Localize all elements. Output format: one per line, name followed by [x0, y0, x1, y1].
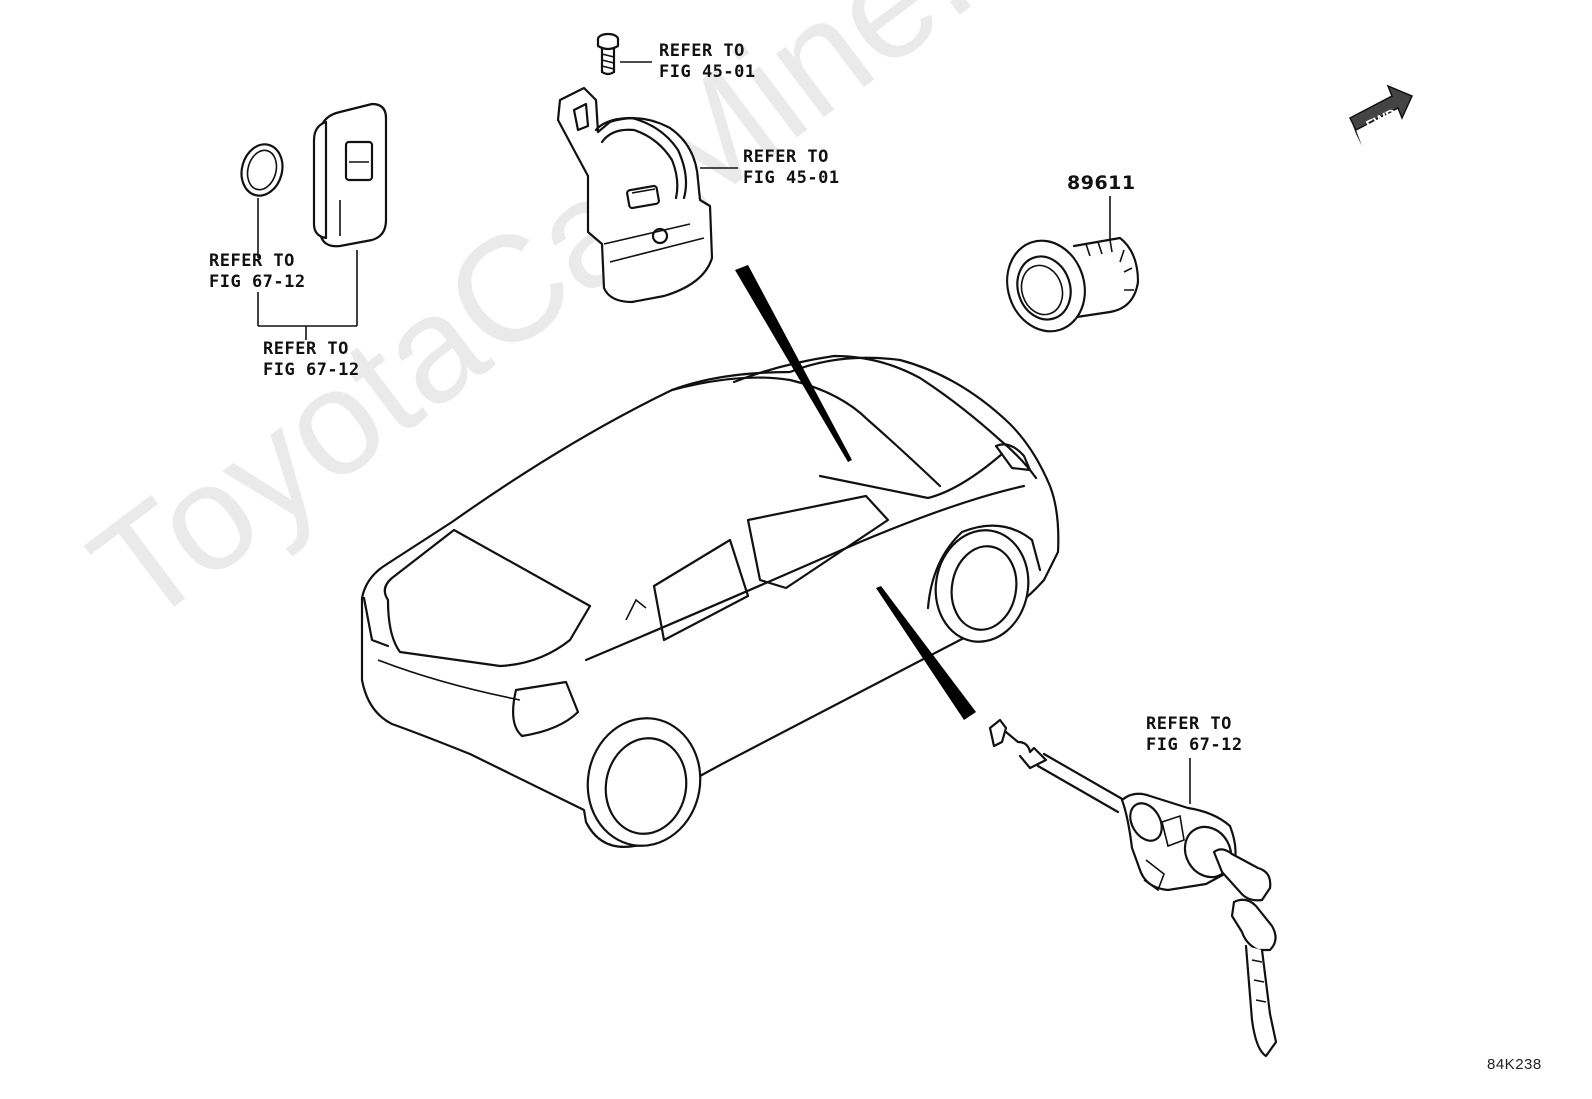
- part-number-label: 89611: [1067, 172, 1136, 194]
- key-set-reference-label: REFER TO FIG 67-12: [263, 339, 360, 380]
- push-start-switch-part: [1006, 196, 1140, 333]
- switch-reference-label: REFER TO FIG 45-01: [743, 147, 840, 188]
- bolt-reference-label: REFER TO FIG 45-01: [659, 41, 756, 82]
- fwd-arrow-icon: FWD: [1349, 84, 1414, 146]
- door-lock-reference-label: REFER TO FIG 67-12: [1146, 714, 1243, 755]
- bolt-part: [596, 32, 652, 76]
- smart-key-fob-part: [312, 102, 388, 248]
- diagram-code-label: 84K238: [1487, 1056, 1542, 1073]
- door-lock-cylinder-part: [988, 718, 1278, 1058]
- key-ring-reference-label: REFER TO FIG 67-12: [209, 251, 306, 292]
- pointer-to-door-lock-icon: [876, 586, 976, 720]
- vehicle-outline: [360, 354, 1060, 849]
- ignition-switch-part: [556, 86, 738, 304]
- pointer-to-switch-icon: [735, 265, 852, 462]
- key-ring-part: [240, 143, 358, 340]
